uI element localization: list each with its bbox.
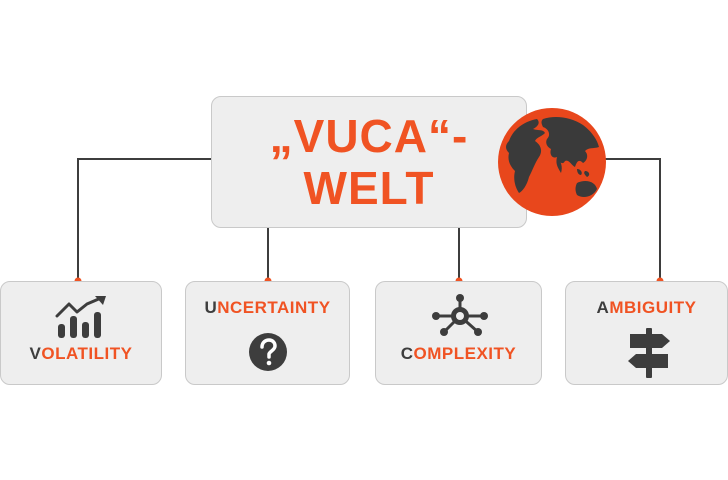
- card-complexity: COMPLEXITY: [375, 281, 542, 385]
- label-initial: A: [596, 298, 610, 317]
- label-rest: MBIGUITY: [609, 298, 697, 317]
- card-volatility: VOLATILITY: [0, 281, 162, 385]
- main-title-line-1: „VUCA“-: [269, 110, 469, 162]
- card-label-uncertainty: UNCERTAINTY: [186, 298, 349, 318]
- card-label-ambiguity: AMBIGUITY: [566, 298, 727, 318]
- label-initial: V: [29, 344, 42, 363]
- label-rest: OMPLEXITY: [413, 344, 517, 363]
- vuca-main-box: „VUCA“- WELT: [211, 96, 527, 228]
- card-label-volatility: VOLATILITY: [1, 344, 161, 364]
- label-rest: OLATILITY: [41, 344, 133, 363]
- card-label-complexity: COMPLEXITY: [376, 344, 541, 364]
- label-initial: C: [400, 344, 414, 363]
- network-hub-icon: [432, 294, 488, 336]
- question-mark-icon: [249, 333, 287, 371]
- card-ambiguity: AMBIGUITY: [565, 281, 728, 385]
- main-title-line-2: WELT: [303, 162, 435, 214]
- card-uncertainty: UNCERTAINTY: [185, 281, 350, 385]
- globe-icon: [498, 108, 606, 216]
- label-initial: U: [204, 298, 218, 317]
- label-rest: NCERTAINTY: [217, 298, 331, 317]
- bar-chart-trend-icon: [55, 296, 106, 338]
- signpost-icon: [628, 328, 670, 378]
